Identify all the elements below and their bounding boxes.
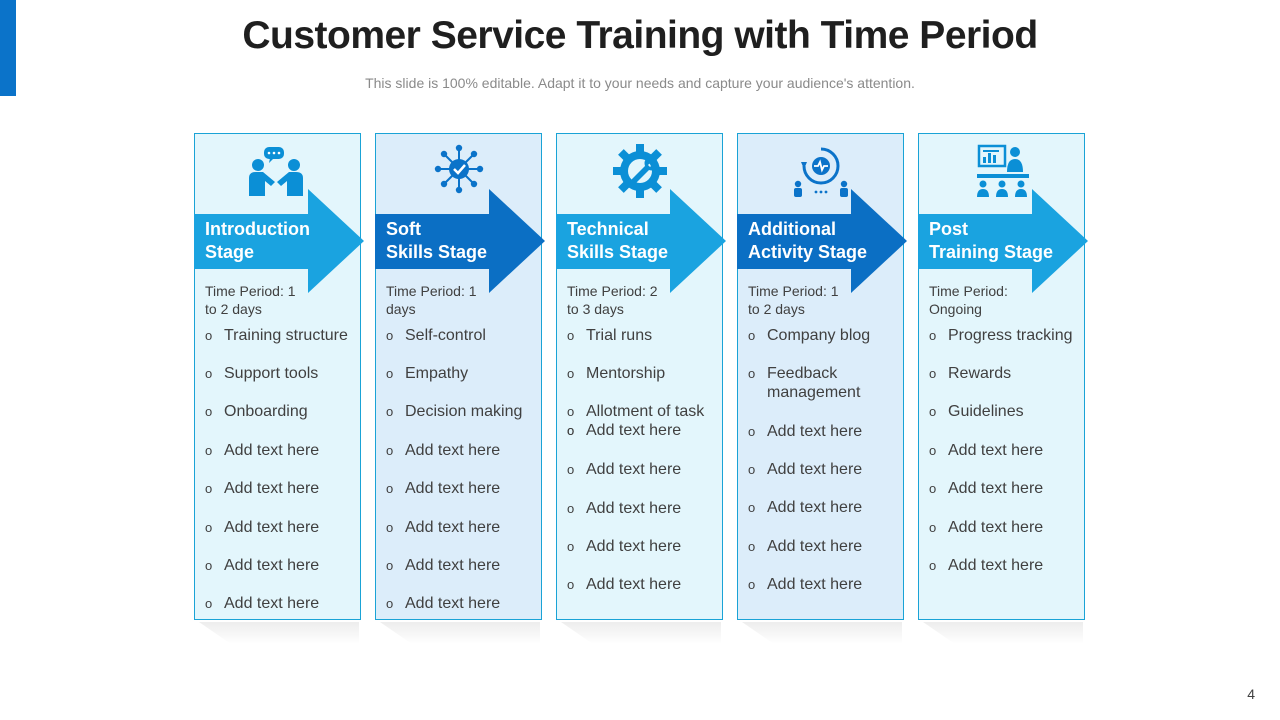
card-shadow [923, 622, 1083, 644]
slide-subtitle: This slide is 100% editable. Adapt it to… [365, 75, 915, 91]
gear-wrench-icon [613, 144, 667, 198]
page-number: 4 [1247, 686, 1255, 702]
slide-title: Customer Service Training with Time Peri… [242, 14, 1038, 57]
card-shadow [199, 622, 359, 644]
card-shadow [380, 622, 540, 644]
cycle-people-icon [794, 147, 848, 197]
card-shadow [742, 622, 902, 644]
card-shadow [561, 622, 721, 644]
stage-arrow [918, 189, 1088, 293]
stage-arrow [194, 189, 364, 293]
stage-arrow [737, 189, 907, 293]
corner-accent-bar [0, 0, 16, 96]
handshake-chat-icon [249, 147, 303, 196]
stage-arrow [375, 189, 545, 293]
network-check-icon [434, 144, 484, 194]
stage-arrow [556, 189, 726, 293]
presentation-audience-icon [977, 144, 1029, 197]
time-period: Time Period:Ongoing [929, 283, 1008, 317]
